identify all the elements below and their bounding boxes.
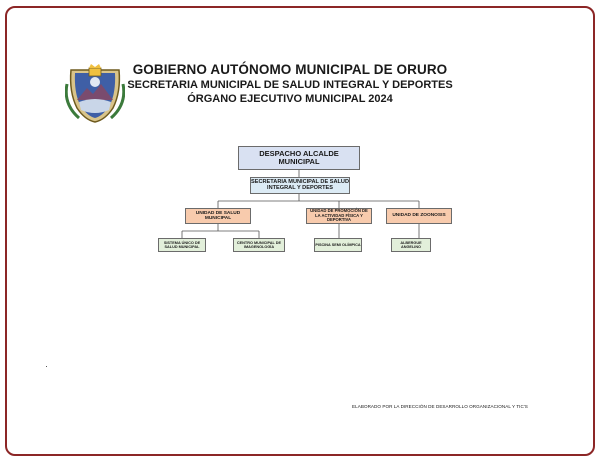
org-node-albergue: ALBERGUE ANGELINO	[391, 238, 431, 252]
org-node-unidad-zoonosis: UNIDAD DE ZOONOSIS	[386, 208, 452, 224]
header-year: ÓRGANO EJECUTIVO MUNICIPAL 2024	[187, 93, 393, 105]
header-subtitle: SECRETARIA MUNICIPAL DE SALUD INTEGRAL Y…	[127, 79, 453, 91]
org-node-centro-imagenologia: CENTRO MUNICIPAL DE IMAGENOLOGÍA	[233, 238, 285, 252]
org-node-unidad-salud: UNIDAD DE SALUD MUNICIPAL	[185, 208, 251, 224]
header-title: GOBIERNO AUTÓNOMO MUNICIPAL DE ORURO	[132, 62, 448, 77]
org-node-unidad-promocion: UNIDAD DE PROMOCIÓN DE LA ACTIVIDAD FÍSI…	[306, 208, 372, 224]
org-node-sistema-unico-salud: SISTEMA ÚNICO DE SALUD MUNICIPAL	[158, 238, 206, 252]
org-node-secretaria: SECRETARIA MUNICIPAL DE SALUD INTEGRAL Y…	[250, 177, 350, 194]
footer-credit: ELABORADO POR LA DIRECCIÓN DE DESARROLLO…	[352, 404, 528, 409]
municipal-coat-of-arms-icon	[64, 60, 126, 124]
header: GOBIERNO AUTÓNOMO MUNICIPAL DE ORURO SEC…	[0, 0, 600, 123]
org-node-despacho-alcalde: DESPACHO ALCALDE MUNICIPAL	[238, 146, 360, 170]
org-node-piscina: PISCINA SEMI OLÍMPICA	[314, 238, 362, 252]
stray-mark	[46, 366, 47, 367]
